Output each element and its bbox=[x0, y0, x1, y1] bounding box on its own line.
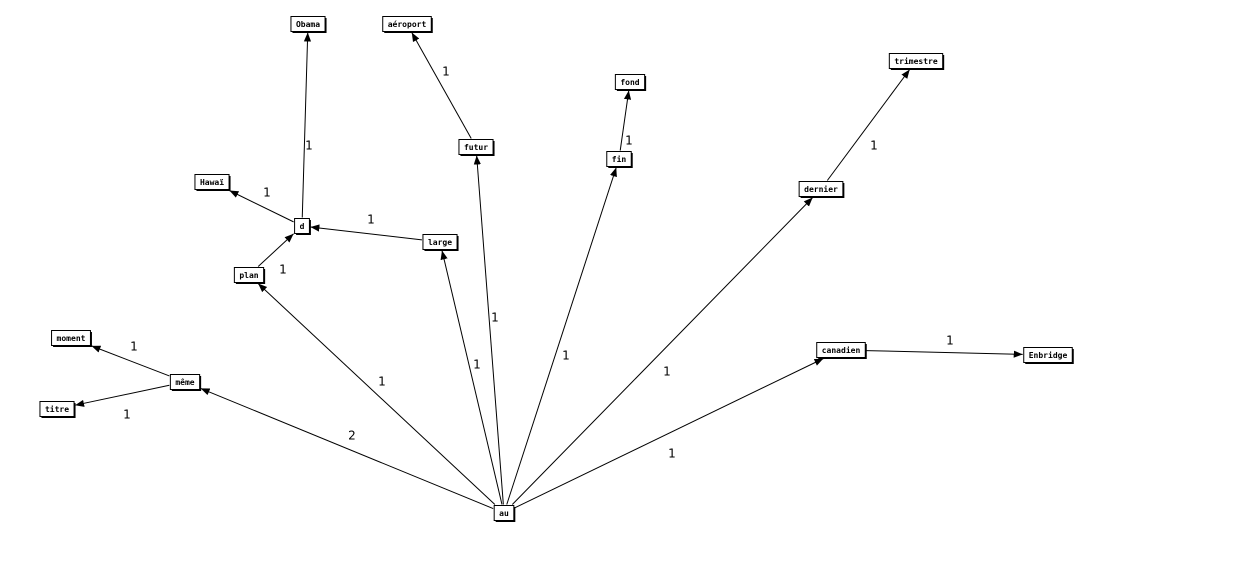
node-box bbox=[39, 401, 75, 417]
node-label: au bbox=[499, 509, 509, 518]
node-label: plan bbox=[239, 271, 258, 280]
node-box bbox=[194, 174, 230, 190]
node-label: même bbox=[175, 377, 194, 387]
edges-layer bbox=[74, 32, 1023, 510]
edge-weight-meme-to-moment: 1 bbox=[130, 340, 138, 354]
node-label: Enbridge bbox=[1029, 350, 1068, 360]
node-label: fond bbox=[620, 78, 639, 87]
node-box bbox=[614, 74, 646, 90]
edge-canadien-to-enbridge bbox=[866, 350, 1023, 358]
edge-meme-to-moment bbox=[91, 345, 170, 377]
edge-dernier-to-trimestre bbox=[826, 69, 911, 181]
node-box bbox=[606, 151, 632, 167]
node-box bbox=[233, 267, 265, 283]
node-box bbox=[290, 16, 326, 32]
node-label: aéroport bbox=[388, 19, 427, 29]
edge-weight-futur-to-aeroport: 1 bbox=[442, 65, 450, 79]
node-label: d bbox=[300, 222, 305, 231]
node-label: dernier bbox=[804, 184, 838, 194]
edge-plan-to-d bbox=[257, 233, 294, 267]
edge-au-to-plan bbox=[257, 283, 496, 505]
node-titre[interactable]: titre bbox=[39, 401, 76, 419]
node-label: canadien bbox=[822, 345, 861, 355]
node-box bbox=[382, 16, 432, 32]
node-dernier[interactable]: dernier bbox=[798, 181, 845, 199]
nodes-layer: au même moment titre plan d Hawaï Obama large fut… bbox=[39, 16, 1074, 523]
node-label: Hawaï bbox=[200, 178, 224, 187]
edge-weight-dernier-to-trimestre: 1 bbox=[870, 139, 878, 153]
edge-weight-d-to-hawai: 1 bbox=[263, 186, 271, 200]
node-d[interactable]: d bbox=[294, 218, 311, 236]
node-box bbox=[458, 139, 494, 155]
node-box bbox=[51, 330, 91, 346]
edge-futur-to-aeroport bbox=[411, 32, 472, 139]
edge-au-to-fin bbox=[506, 167, 617, 505]
edge-d-to-obama bbox=[301, 32, 312, 218]
node-trimestre[interactable]: trimestre bbox=[888, 53, 945, 71]
edge-au-to-canadien bbox=[514, 358, 824, 509]
edge-weight-d-to-obama: 1 bbox=[305, 139, 313, 153]
node-label: moment bbox=[57, 334, 86, 343]
edge-weight-au-to-canadien: 1 bbox=[668, 447, 676, 461]
edge-au-to-large bbox=[440, 250, 503, 505]
node-fond[interactable]: fond bbox=[614, 74, 647, 92]
edge-d-to-hawai bbox=[229, 190, 294, 223]
node-box bbox=[798, 181, 844, 197]
edge-au-to-dernier bbox=[511, 197, 814, 505]
node-box bbox=[816, 342, 866, 358]
node-aeroport[interactable]: aéroport bbox=[382, 16, 433, 34]
node-label: large bbox=[428, 238, 452, 247]
node-box bbox=[422, 234, 458, 250]
edge-weight-meme-to-titre: 1 bbox=[123, 408, 131, 422]
edge-weight-au-to-dernier: 1 bbox=[663, 365, 671, 379]
node-large[interactable]: large bbox=[422, 234, 459, 252]
node-moment[interactable]: moment bbox=[51, 330, 92, 348]
edge-weight-au-to-large: 1 bbox=[473, 358, 481, 372]
edge-weight-au-to-futur: 1 bbox=[491, 311, 499, 325]
edge-fin-to-fond bbox=[619, 90, 632, 151]
edge-weight-plan-to-d: 1 bbox=[279, 263, 287, 277]
node-box bbox=[169, 374, 201, 390]
node-plan[interactable]: plan bbox=[233, 267, 266, 285]
edge-au-to-futur bbox=[473, 155, 504, 505]
edge-large-to-d bbox=[310, 224, 423, 241]
edge-weight-au-to-meme: 2 bbox=[348, 429, 356, 443]
edge-weight-au-to-fin: 1 bbox=[562, 349, 570, 363]
node-meme[interactable]: même bbox=[169, 374, 202, 392]
edge-meme-to-titre bbox=[74, 384, 170, 407]
node-enbridge[interactable]: Enbridge bbox=[1023, 347, 1074, 365]
node-box bbox=[1023, 347, 1073, 363]
node-obama[interactable]: Obama bbox=[290, 16, 327, 34]
node-au[interactable]: au bbox=[493, 505, 516, 523]
node-canadien[interactable]: canadien bbox=[816, 342, 867, 360]
node-label: trimestre bbox=[894, 56, 938, 66]
edge-weight-au-to-plan: 1 bbox=[378, 375, 386, 389]
node-futur[interactable]: futur bbox=[458, 139, 495, 157]
node-box bbox=[888, 53, 944, 69]
edge-weights-layer: 2 1 1 1 1 1 1 1 1 1 1 1 1 1 1 1 1 bbox=[123, 65, 954, 461]
node-label: fin bbox=[612, 154, 627, 164]
edge-weight-large-to-d: 1 bbox=[367, 213, 375, 227]
node-label: Obama bbox=[296, 20, 320, 29]
edge-au-to-meme bbox=[200, 387, 494, 510]
edge-weight-canadien-to-enbridge: 1 bbox=[946, 334, 954, 348]
node-box bbox=[294, 218, 310, 234]
node-label: futur bbox=[464, 143, 488, 152]
node-box bbox=[493, 505, 515, 521]
node-fin[interactable]: fin bbox=[606, 151, 633, 169]
node-label: titre bbox=[45, 404, 69, 414]
edge-weight-fin-to-fond: 1 bbox=[625, 134, 633, 148]
node-hawai[interactable]: Hawaï bbox=[194, 174, 231, 192]
